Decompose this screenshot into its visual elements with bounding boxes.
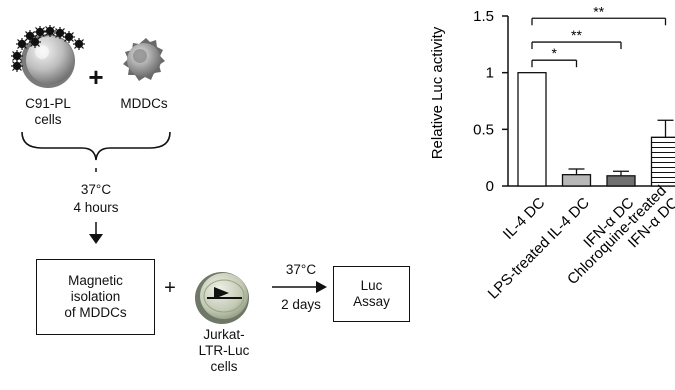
significance-label-3: ** (593, 3, 604, 19)
luc-assay-box: Luc Assay (333, 266, 410, 322)
significance-label-2: ** (571, 27, 582, 43)
y-tick-label: 0 (486, 178, 494, 195)
bar-3 (606, 175, 636, 187)
bar-1 (517, 72, 547, 187)
plus-sign: + (88, 62, 104, 92)
y-tick-label: 0.5 (473, 121, 494, 138)
c91-pl-label: C91-PL cells (25, 96, 71, 127)
y-tick-label: 1 (486, 65, 494, 82)
down-arrow-icon (89, 222, 103, 244)
mddc-label: MDDCs (120, 96, 168, 111)
y-axis-label: Relative Luc activity (429, 26, 446, 159)
bar-2 (561, 174, 592, 187)
step2-duration: 2 days (281, 297, 321, 312)
bar-4 (650, 136, 675, 187)
significance-label-1: * (552, 45, 558, 61)
step2-temperature: 37°C (285, 262, 317, 277)
mddc-cell-icon (123, 38, 165, 81)
magnetic-isolation-box: Magnetic isolation of MDDCs (36, 259, 155, 335)
luc-assay-text: Luc Assay (353, 278, 390, 309)
y-tick-label: 1.5 (473, 8, 494, 25)
grouping-brace (21, 131, 171, 161)
right-arrow-icon (272, 281, 327, 293)
magnetic-isolation-text: Magnetic isolation of MDDCs (64, 273, 127, 320)
jurkat-label: Jurkat- LTR-Luc cells (198, 327, 250, 374)
plus-sign-2: + (164, 277, 176, 299)
jurkat-reporter-cell-icon (195, 272, 249, 324)
step1-duration: 4 hours (73, 200, 119, 215)
step1-temperature: 37°C (80, 182, 112, 197)
virus-particles-icon (11, 25, 85, 72)
